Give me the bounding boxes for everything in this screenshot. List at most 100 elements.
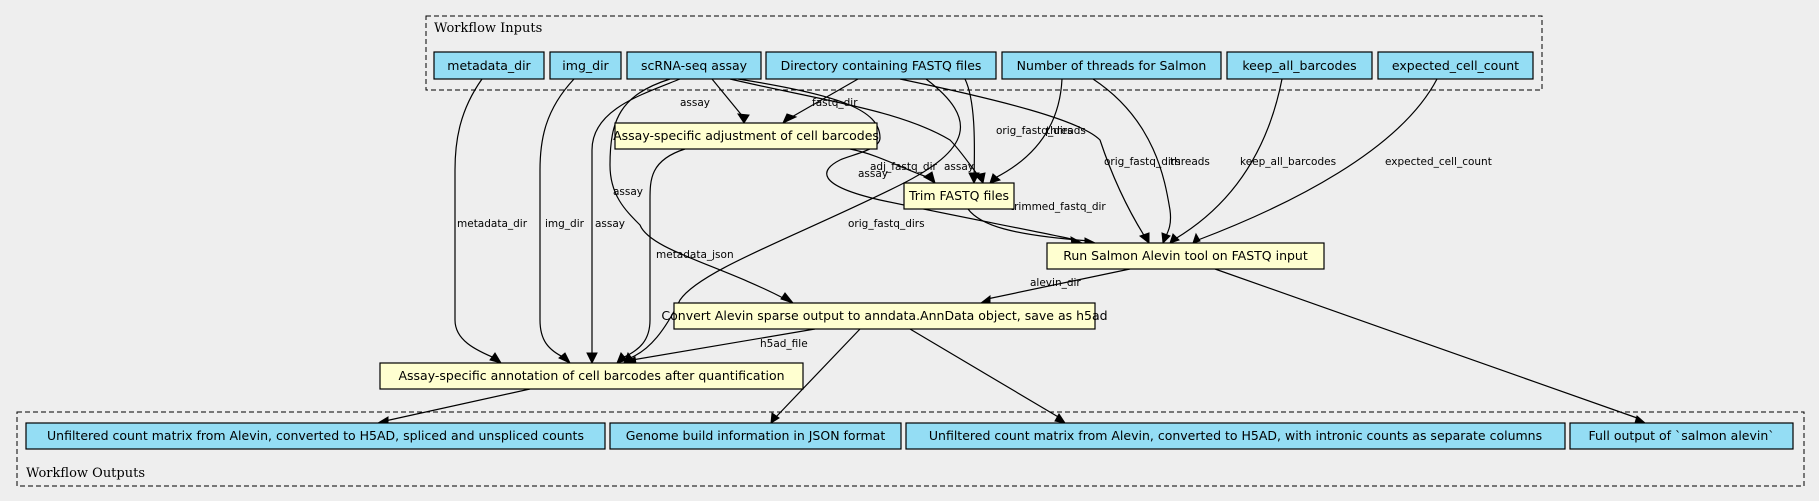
edge-label: metadata_dir [457,218,528,230]
step-node-salmon[interactable]: Run Salmon Alevin tool on FASTQ input [1046,242,1325,270]
input-node-fastq-dir[interactable]: Directory containing FASTQ files [765,51,997,80]
edge-salmon-to-out_salmon [1214,268,1647,424]
edge-salmon-to-convert: alevin_dir [979,268,1131,304]
edge-line [631,328,816,361]
arrowhead-icon [489,352,503,364]
edge-label: h5ad_file [760,338,808,350]
edge-assay-to-adjust_barcodes: assay [680,78,750,124]
edge-line [729,78,981,179]
output-node-label: Full output of `salmon alevin` [1588,428,1774,443]
arrowhead-icon [1169,233,1180,244]
input-node-label: img_dir [562,58,609,73]
input-node-label: Directory containing FASTQ files [781,58,982,73]
edge-fastq_dir-to-adjust_barcodes: fastq_dir [782,78,859,125]
edge-label: fastq_dir [812,97,858,109]
edge-line [964,78,976,179]
arrowhead-icon [586,352,598,365]
output-node-salmon-full[interactable]: Full output of `salmon alevin` [1569,422,1794,450]
edge-label: orig_fastq_dirs [996,125,1073,137]
edge-label: trimmed_fastq_dir [1010,201,1106,213]
input-node-label: scRNA-seq assay [641,58,748,73]
edge-label: assay [595,218,625,230]
arrowhead-icon [923,171,936,185]
arrowhead-icon [1192,232,1201,244]
inputs-cluster: Workflow Inputs [425,15,1543,91]
edge-fastq_dir-to-salmon: orig_fastq_dirs [899,78,1181,245]
edge-img_dir-to-annotate: img_dir [539,78,585,365]
edge-keep_all_barcodes-to-salmon: keep_all_barcodes [1169,78,1336,244]
edge-assay-to-annotate: assay [586,78,681,365]
step-node-label: Convert Alevin sparse output to anndata.… [661,308,1107,323]
edge-label: assay [858,168,888,180]
step-node-convert[interactable]: Convert Alevin sparse output to anndata.… [661,302,1108,330]
edge-line [737,78,1077,241]
arrowhead-icon [1054,413,1067,424]
step-node-annotate[interactable]: Assay-specific annotation of cell barcod… [379,362,804,390]
input-node-metadata-dir[interactable]: metadata_dir [433,51,545,80]
edge-label: adj_fastq_dir [870,161,937,173]
input-node-label: Number of threads for Salmon [1017,58,1207,73]
step-node-trim[interactable]: Trim FASTQ files [903,182,1015,210]
input-node-threads[interactable]: Number of threads for Salmon [1001,51,1222,80]
inputs-cluster-label: Workflow Inputs [434,21,542,36]
step-node-adjust-barcodes[interactable]: Assay-specific adjustment of cell barcod… [613,122,879,150]
edge-adjust_barcodes-to-trim: adj_fastq_dir [849,148,937,185]
step-node-label: Trim FASTQ files [908,188,1009,203]
output-node-label: Unfiltered count matrix from Alevin, con… [929,428,1542,443]
edge-line [1197,78,1438,241]
edge-label: orig_fastq_dirs [848,218,925,230]
output-node-genome[interactable]: Genome build information in JSON format [609,422,902,450]
arrowhead-icon [989,173,1002,184]
input-node-label: metadata_dir [447,58,531,73]
edge-label: alevin_dir [1030,277,1081,289]
edge-assay-to-convert: assay [609,78,795,305]
step-node-label: Assay-specific annotation of cell barcod… [398,368,784,383]
edge-label: threads [1046,125,1086,137]
edge-threads-to-trim: threads [989,78,1086,184]
edge-line [711,78,745,119]
arrowhead-icon [1138,232,1150,245]
outputs-cluster-label: Workflow Outputs [26,466,145,481]
edge-line [609,78,786,300]
edge-label: keep_all_barcodes [1240,156,1336,168]
arrowhead-icon [1634,415,1647,424]
edge-line [384,388,531,422]
edge-line [1174,78,1283,240]
input-node-keep-all-barcodes[interactable]: keep_all_barcodes [1226,51,1373,80]
input-node-expected-cell-count[interactable]: expected_cell_count [1377,51,1534,80]
outputs-cluster: Workflow Outputs [16,411,1805,487]
edge-line [621,148,686,359]
edge-line [591,78,681,356]
input-node-label: keep_all_barcodes [1242,58,1356,73]
output-node-spliced[interactable]: Unfiltered count matrix from Alevin, con… [25,422,606,450]
arrowhead-icon [780,292,795,305]
step-node-label: Run Salmon Alevin tool on FASTQ input [1063,248,1308,263]
edge-convert-to-out_intronic [909,328,1067,424]
edge-line [774,328,861,419]
edge-label: img_dir [545,218,585,230]
arrowhead-icon [979,294,991,304]
arrowhead-icon [1161,232,1171,245]
edge-metadata_dir-to-annotate: metadata_dir [454,78,528,364]
edge-line [849,148,931,179]
edge-line [454,78,498,360]
edge-fastq_dir-to-trim: orig_fastq_dirs [964,78,1073,185]
input-node-img-dir[interactable]: img_dir [549,51,622,80]
edge-label: expected_cell_count [1385,156,1492,168]
edge-adjust_barcodes-to-annotate: metadata_json [616,148,734,364]
input-node-label: expected_cell_count [1392,58,1519,73]
input-node-assay[interactable]: scRNA-seq assay [626,51,762,80]
edge-expected_cell_count-to-salmon: expected_cell_count [1192,78,1492,244]
edge-convert-to-annotate: h5ad_file [624,328,816,365]
edge-line [986,268,1131,300]
edge-label: assay [680,97,710,109]
arrowhead-icon [968,172,980,185]
edge-line [899,78,1146,238]
edge-line [1214,268,1641,420]
edge-label: metadata_json [656,249,734,261]
arrowhead-icon [770,412,780,424]
edge-convert-to-out_genome [770,328,861,424]
output-node-intronic[interactable]: Unfiltered count matrix from Alevin, con… [905,422,1566,450]
